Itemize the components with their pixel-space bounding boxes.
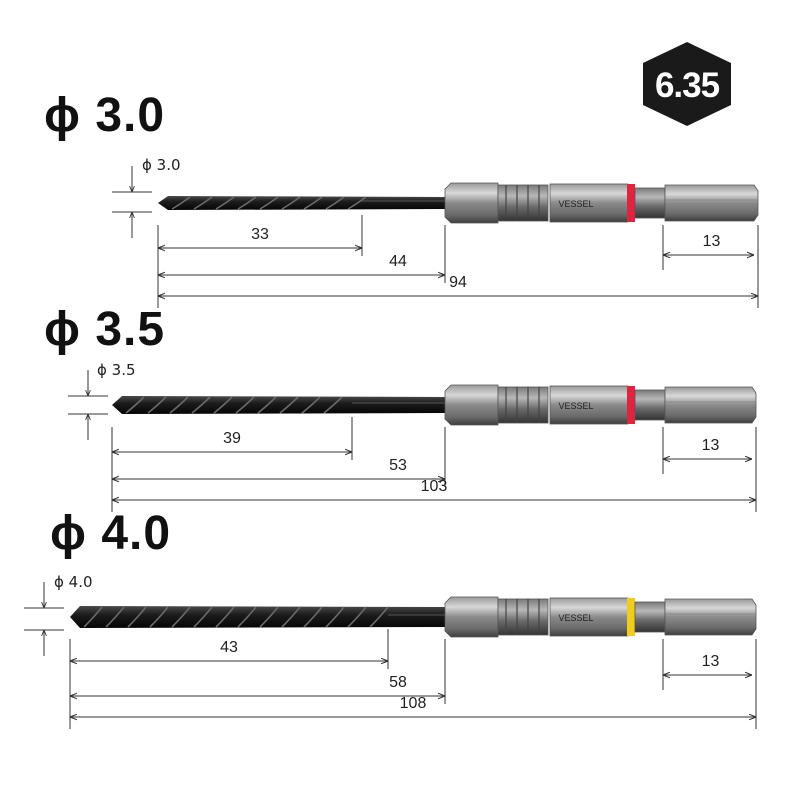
- drill-body: [158, 196, 445, 210]
- flute-twist: [215, 196, 235, 210]
- bit-collar: [444, 384, 499, 426]
- flute-twist: [259, 606, 279, 628]
- bit-neck: [634, 601, 666, 633]
- flute-twist: [325, 606, 345, 628]
- bit-neck: [634, 389, 666, 421]
- flute-twist: [193, 606, 213, 628]
- flute-twist: [257, 396, 277, 414]
- bit-2-flute-length: 39: [223, 430, 241, 447]
- drill-body: [70, 606, 445, 628]
- bit-1-drill-length: 44: [389, 253, 407, 270]
- drill-body: [112, 396, 445, 414]
- bit-3-hex-length: 13: [701, 653, 720, 670]
- bit-2-diameter-label: ϕ 3.5: [97, 361, 136, 379]
- flute-twist: [215, 606, 235, 628]
- bit-3-drill-length: 58: [389, 674, 407, 691]
- label-section: [549, 597, 629, 637]
- flute-twist: [369, 606, 389, 628]
- flute-twist: [83, 606, 103, 628]
- bit-collar: [444, 182, 499, 224]
- bit-1-flute-length: 33: [251, 226, 269, 243]
- hex-size-badge: 6.35: [641, 42, 733, 126]
- color-band: [627, 598, 635, 636]
- label-section: [549, 385, 629, 425]
- bit-3-diameter-label: ϕ 4.0: [54, 573, 93, 591]
- brand-label: VESSEL: [558, 199, 593, 209]
- bit-1-diameter-label: ϕ 3.0: [142, 156, 181, 174]
- bit-2-title: ϕ 3.5: [44, 303, 166, 356]
- brand-label: VESSEL: [558, 613, 593, 623]
- flute-twist: [237, 606, 257, 628]
- bit-2-total-length: 103: [420, 478, 448, 495]
- flute-twist: [235, 396, 255, 414]
- hex-size-label: 6.35: [654, 66, 720, 105]
- flute-twist: [281, 196, 301, 210]
- flute-twist: [303, 606, 323, 628]
- label-section: [549, 183, 629, 223]
- flute-twist: [171, 196, 191, 210]
- hex-shank: [664, 598, 757, 636]
- color-band: [627, 184, 635, 222]
- flute-twist: [191, 396, 211, 414]
- flute-twist: [303, 196, 323, 210]
- bit-collar: [444, 596, 499, 638]
- drill-bit-2: 3.5VESSEL: [68, 370, 757, 512]
- flute-twist: [125, 396, 145, 414]
- flute-twist: [325, 196, 345, 210]
- brand-label: VESSEL: [558, 401, 593, 411]
- flute-twist: [213, 396, 233, 414]
- bit-3-total-length: 108: [399, 695, 427, 712]
- flute-twist: [323, 396, 343, 414]
- flute-twist: [171, 606, 191, 628]
- flute-twist: [105, 606, 125, 628]
- bit-2-drill-length: 53: [389, 457, 407, 474]
- flute-twist: [149, 606, 169, 628]
- bit-2-hex-length: 13: [701, 437, 720, 454]
- flute-twist: [169, 396, 189, 414]
- flute-twist: [259, 196, 279, 210]
- flute-twist: [301, 396, 321, 414]
- flute-twist: [147, 396, 167, 414]
- flute-twist: [193, 196, 213, 210]
- bit-3-title: ϕ 4.0: [50, 507, 172, 560]
- flute-twist: [347, 606, 367, 628]
- bit-1-title: ϕ 3.0: [44, 89, 166, 142]
- flute-twist: [279, 396, 299, 414]
- color-band: [627, 386, 635, 424]
- bit-neck: [634, 187, 666, 219]
- hex-shank: [664, 184, 759, 222]
- bit-3-flute-length: 43: [220, 639, 238, 656]
- flute-twist: [347, 196, 367, 210]
- flute-twist: [127, 606, 147, 628]
- bit-1-hex-length: 13: [702, 233, 721, 250]
- flute-twist: [281, 606, 301, 628]
- flute-twist: [237, 196, 257, 210]
- hexagon-icon: [643, 42, 731, 126]
- hex-shank: [664, 386, 757, 424]
- bit-1-total-length: 94: [449, 274, 467, 291]
